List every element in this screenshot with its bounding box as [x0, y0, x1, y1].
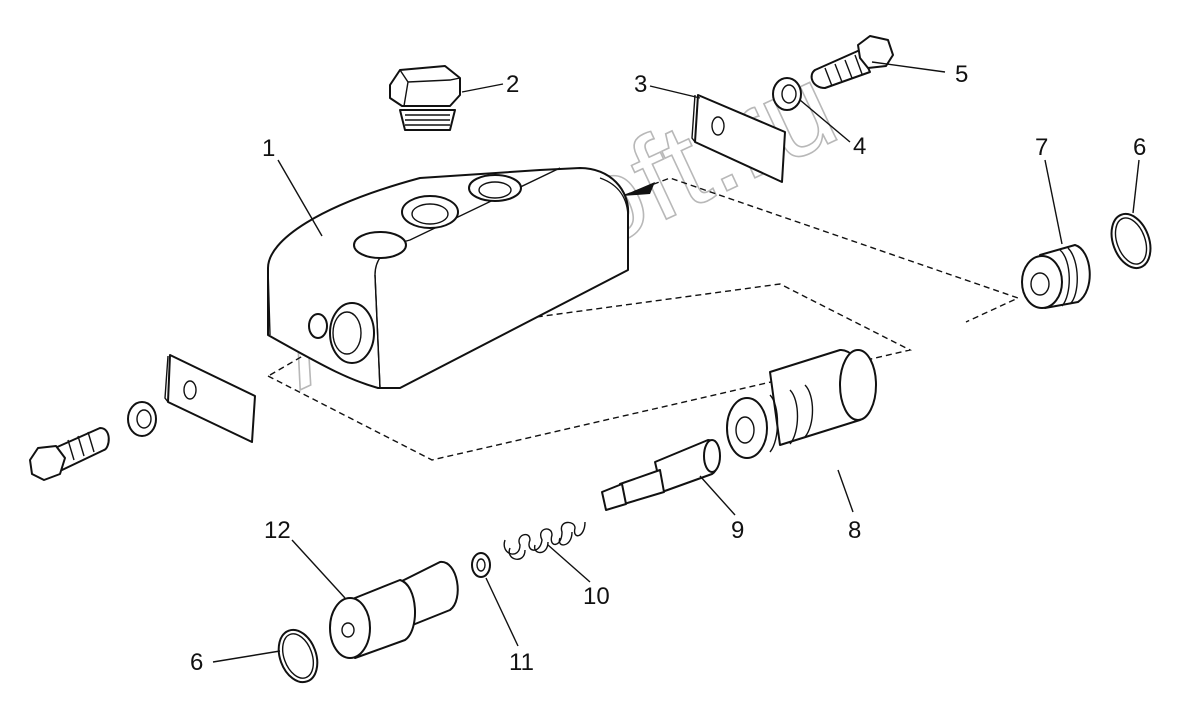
part-6-o-ring-left	[277, 628, 319, 684]
part-10-spring	[503, 521, 586, 560]
bolt-left	[29, 427, 110, 481]
callout-2: 2	[506, 71, 519, 98]
part-2-plug	[389, 65, 461, 131]
part-11-washer	[471, 552, 491, 578]
part-9-plunger	[601, 439, 721, 511]
part-5-bolt	[810, 35, 894, 89]
callout-1: 1	[262, 135, 275, 162]
plate-left	[164, 354, 256, 443]
part-3-plate	[691, 94, 786, 183]
lock-washer-left	[127, 401, 157, 437]
leader-lines	[212, 61, 1140, 663]
callout-6-right: 6	[1133, 134, 1146, 161]
part-6-o-ring-right	[1110, 212, 1152, 270]
callout-12: 12	[264, 517, 291, 544]
callout-11: 11	[509, 649, 534, 676]
callout-10: 10	[583, 583, 610, 610]
callout-5: 5	[955, 61, 968, 88]
callout-6-left: 6	[190, 649, 203, 676]
part-12-piston	[329, 560, 459, 659]
callout-9: 9	[731, 517, 744, 544]
callout-7: 7	[1035, 134, 1048, 161]
callout-4: 4	[853, 133, 866, 160]
callout-3: 3	[634, 71, 647, 98]
callout-labels: 1 2 3 4 5 6 7 8 9 10 11 12 6	[190, 61, 1146, 676]
part-1-valve-body	[267, 167, 630, 389]
callout-8: 8	[848, 517, 861, 544]
part-8-spool	[726, 348, 877, 459]
part-4-lock-washer	[772, 77, 802, 111]
part-7-sleeve	[1021, 244, 1091, 309]
assembly-path-upper	[622, 177, 1020, 323]
